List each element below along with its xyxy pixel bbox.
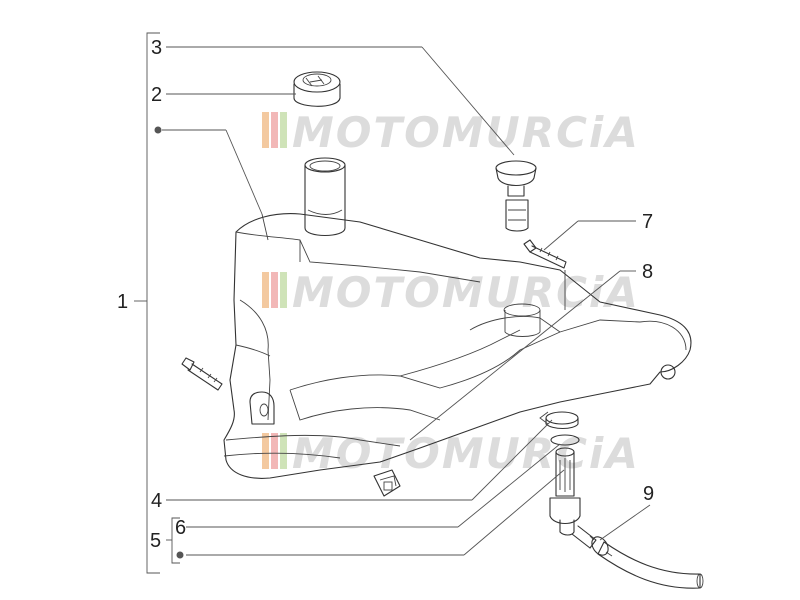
fuel-tank (223, 157, 692, 479)
left-mount-tab (249, 391, 275, 425)
watermark-bottom: MOTOMURCiA (262, 429, 640, 478)
hose-clamp-8 (539, 411, 579, 430)
screw-left (181, 357, 223, 391)
watermark-stripe (280, 433, 287, 469)
callout-8: 8 (642, 261, 653, 283)
bracket-1 (146, 32, 160, 574)
callout-4: 4 (151, 490, 162, 512)
fuel-hose (597, 541, 701, 589)
bracket-5 (171, 517, 180, 564)
hose-clamp-9 (589, 535, 613, 557)
callout-7: 7 (642, 211, 653, 233)
leader-1-tank (225, 129, 263, 215)
leader-6 (457, 443, 561, 528)
callout-6: 6 (175, 517, 186, 539)
callout-1: 1 (117, 291, 128, 313)
watermark-stripe (262, 433, 269, 469)
callout-9: 9 (643, 483, 654, 505)
mount-hole (660, 364, 676, 380)
watermark-stripe (262, 272, 269, 308)
bullet-1 (154, 126, 162, 134)
watermark-text: MOTOMURCiA (292, 108, 640, 157)
watermark-stripe (271, 433, 278, 469)
clip-4 (373, 469, 401, 497)
o-ring (550, 434, 580, 446)
watermark-stripe (280, 112, 287, 148)
watermark-text: MOTOMURCiA (292, 268, 640, 317)
watermark-top: MOTOMURCiA (262, 108, 640, 157)
bullet-5 (176, 551, 184, 559)
watermark-stripe (271, 272, 278, 308)
watermark-stripe (271, 112, 278, 148)
watermark-text: MOTOMURCiA (292, 429, 640, 478)
callout-5: 5 (150, 530, 161, 552)
watermark-stripe (280, 272, 287, 308)
leader-9 (599, 504, 651, 541)
filler-neck (304, 164, 346, 237)
leader-8 (409, 270, 621, 441)
watermark-middle: MOTOMURCiA (262, 268, 640, 317)
fuel-tap-6 (549, 447, 597, 549)
fuel-cap (293, 71, 341, 107)
screw-7 (523, 239, 567, 269)
watermark-stripe (262, 112, 269, 148)
leader-7 (543, 220, 579, 251)
leader-4 (471, 419, 553, 501)
callout-2: 2 (151, 84, 162, 106)
leader-3 (421, 46, 515, 156)
callout-3: 3 (151, 37, 162, 59)
leader-5-tap (463, 469, 565, 556)
fuel-level-sender (495, 160, 537, 232)
